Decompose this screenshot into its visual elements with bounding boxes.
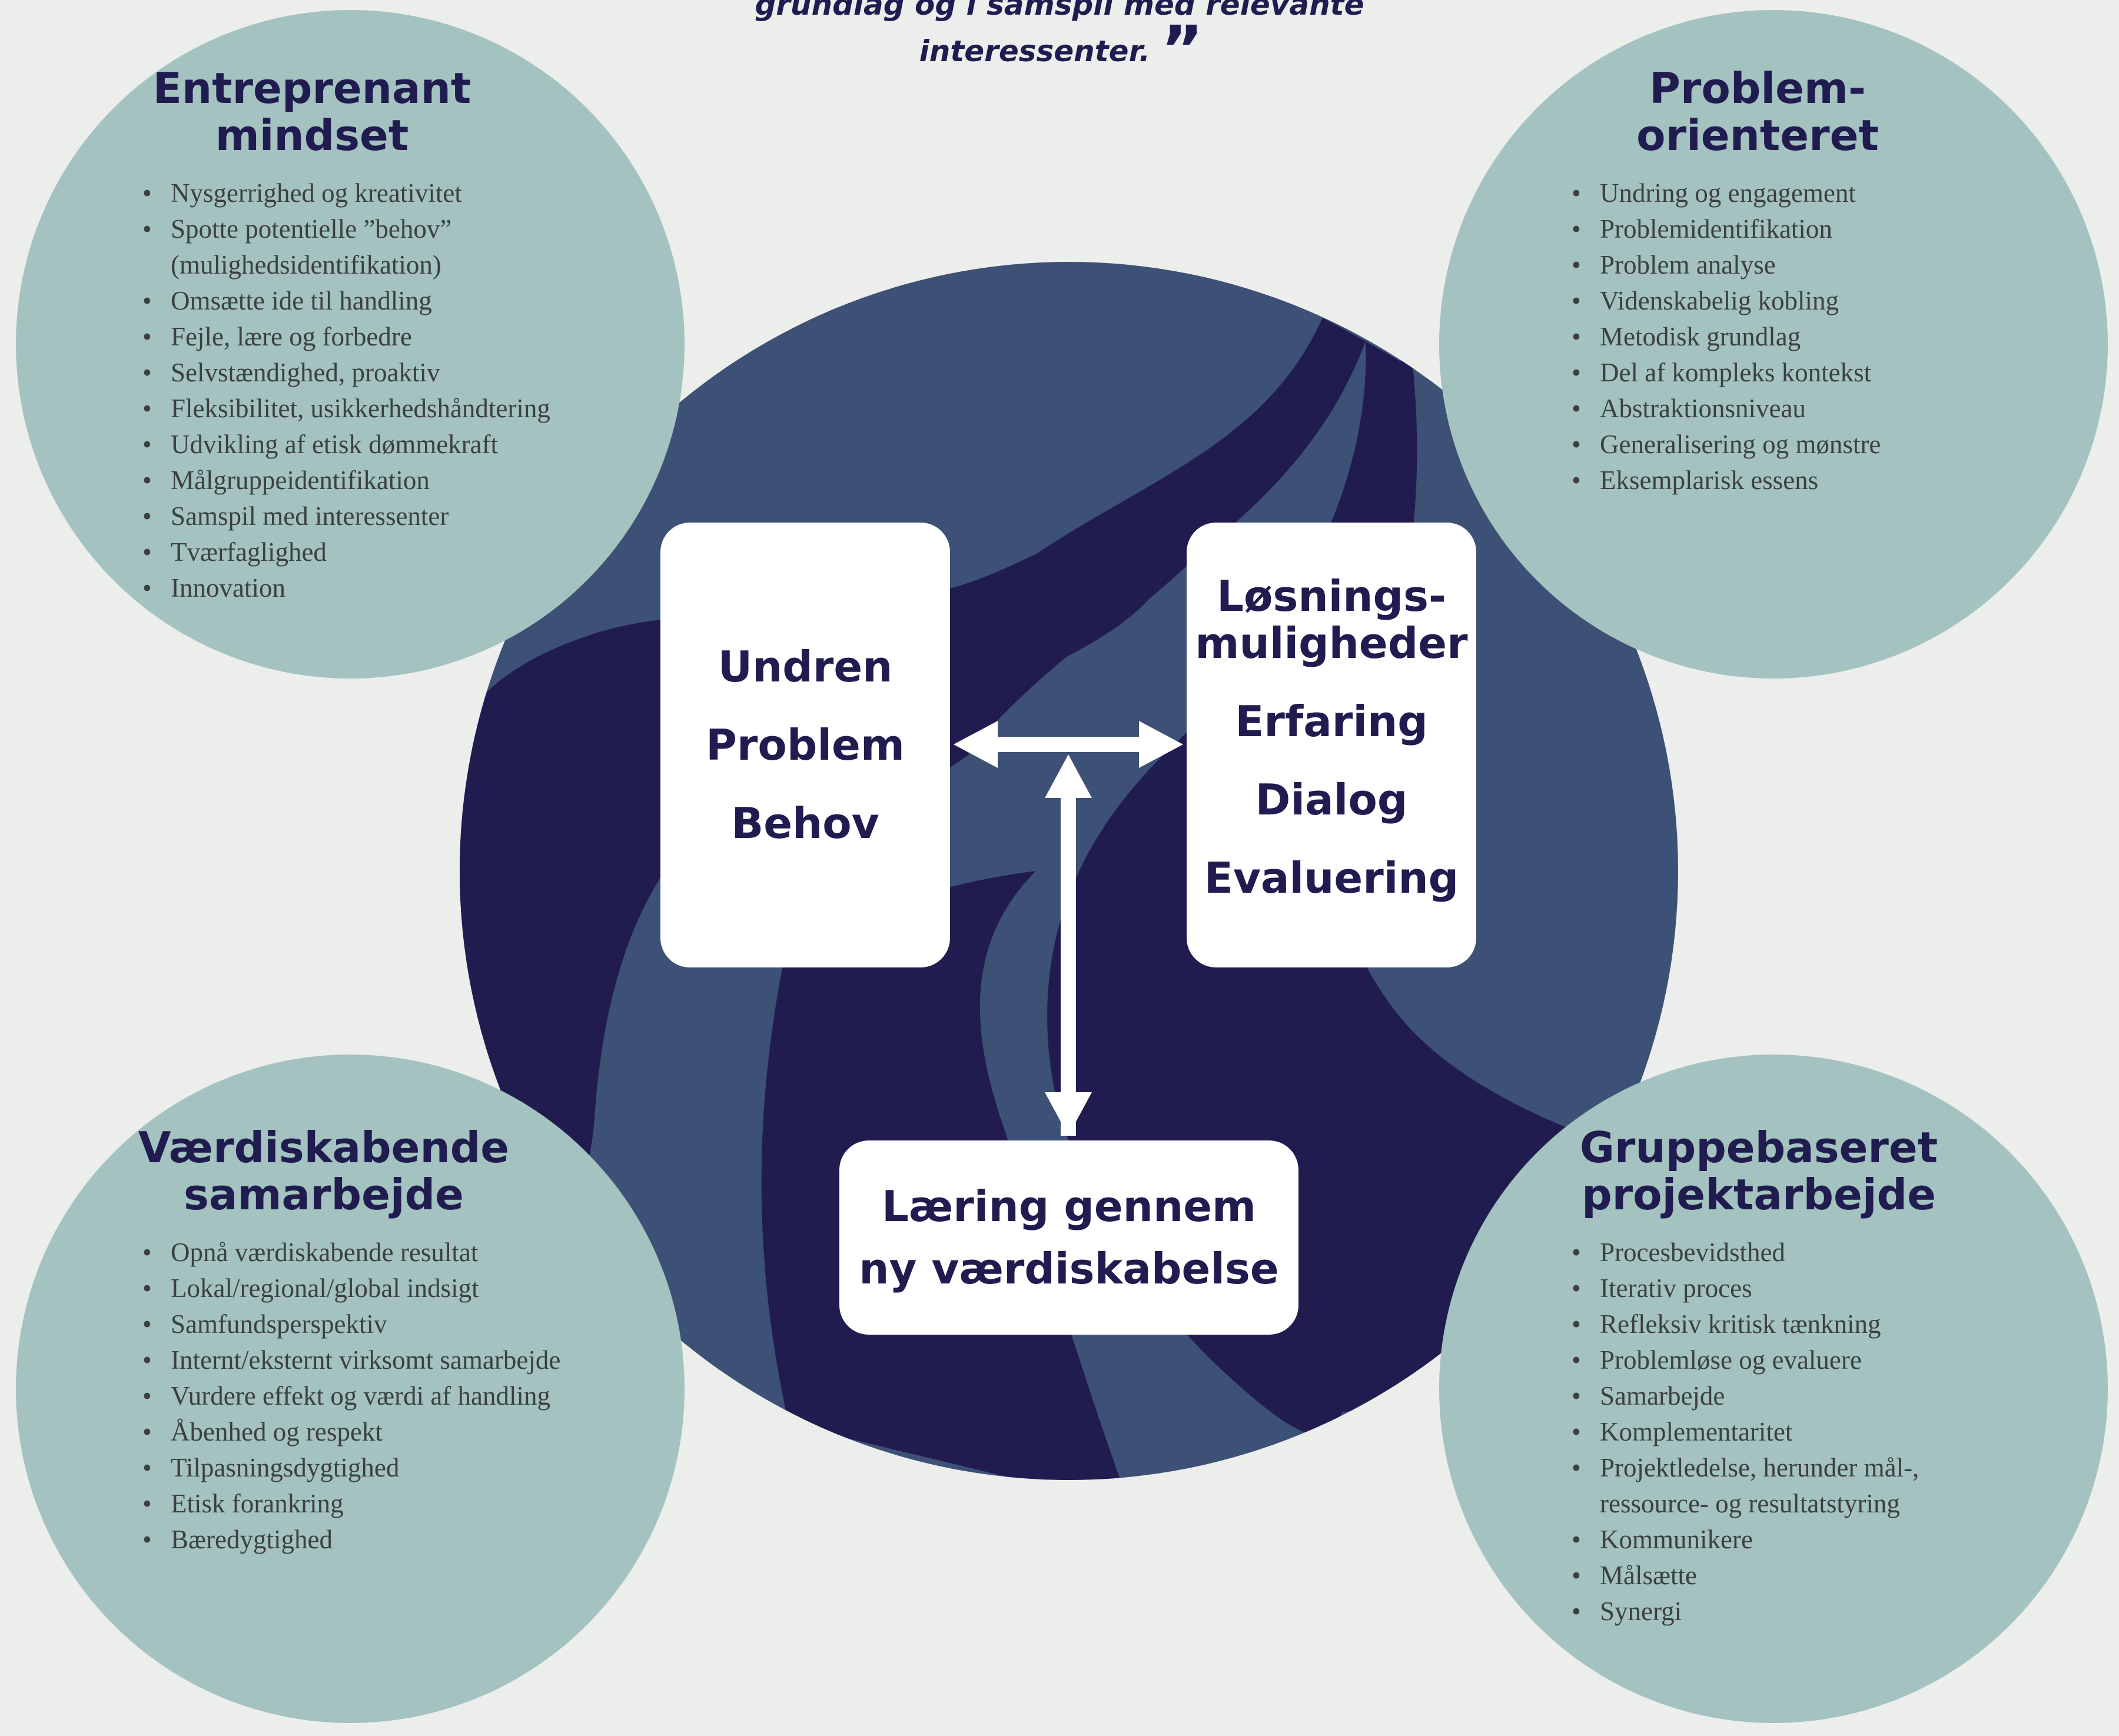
bullet-item: Eksemplarisk essens [1570,463,2041,498]
bullet-item: (mulighedsidentifikation) [171,250,441,280]
bullet-item: Metodisk grundlag [1570,319,2041,355]
title-line-1: Værdiskabende [138,1123,510,1172]
bullet-list-entreprenant: Nysgerrighed og kreativitetSpotte potent… [141,175,612,606]
bullet-item: Internt/eksternt virksomt samarbejde [141,1342,612,1378]
bubble-bottom-right-content: Gruppebaseret projektarbejde Procesbevid… [1570,1124,2041,1629]
box-word-loesningsmuligheder: Løsnings- muligheder [1195,573,1467,667]
box-word-evaluering: Evaluering [1204,853,1459,903]
bullet-item: Tværfaglighed [141,534,612,570]
bullet-item: Selvstændighed, proaktiv [141,355,612,391]
bullet-item: Målsætte [1570,1558,2041,1594]
box-word-muligheder: muligheder [1195,618,1468,668]
bullet-item: Projektledelse, herunder mål-, [1570,1450,2041,1486]
bullet-item: Etisk forankring [141,1486,612,1522]
horizontal-double-arrow [954,721,1183,768]
bubble-title-gruppebaseret: Gruppebaseret projektarbejde [1553,1124,1965,1218]
box-word-undren: Undren [718,641,893,691]
bullet-list-gruppebaseret: ProcesbevidsthedIterativ procesRefleksiv… [1570,1235,2041,1629]
bullet-item: Kommunikere [1570,1522,2041,1558]
box-line-laering-gennem: Læring gennem [881,1182,1257,1231]
box-word-erfaring: Erfaring [1235,697,1428,746]
box-word-behov: Behov [731,798,879,848]
bullet-item: Spotte potentielle ”behov” [141,211,612,247]
bullet-item: Tilpasningsdygtighed [141,1450,612,1486]
title-line-2: orienteret [1636,111,1879,160]
bullet-item: Del af kompleks kontekst [1570,355,2041,391]
bullet-item: Udvikling af etisk dømmekraft [141,427,612,463]
closing-quote-icon: ” [1161,12,1203,87]
bullet-item: Synergi [1570,1594,2041,1629]
bullet-item: Fleksibilitet, usikkerhedshåndtering [141,391,612,427]
bullet-item: ressource- og resultatstyring [1600,1489,1900,1518]
bullet-item: Målgruppeidentifikation [141,463,612,498]
title-line-1: Gruppebaseret [1579,1123,1938,1172]
bubble-top-left-content: Entreprenant mindset Nysgerrighed og kre… [141,65,612,606]
title-line-2: projektarbejde [1582,1170,1936,1219]
bullet-item: Generalisering og mønstre [1570,427,2041,463]
box-undren-problem-behov: Undren Problem Behov [660,523,950,967]
bullet-item: Problemidentifikation [1570,211,2041,247]
bullet-item: Iterativ proces [1570,1271,2041,1306]
bullet-item: Problemløse og evaluere [1570,1342,2041,1378]
quote-line-2-text: interessenter. [919,34,1151,68]
bubble-bottom-left-content: Værdiskabende samarbejde Opnå værdiskabe… [138,1124,612,1558]
bubble-top-right-content: Problem- orienteret Undring og engagemen… [1570,65,2041,498]
bullet-item: Åbenhed og respekt [141,1414,612,1450]
bullet-item: Opnå værdiskabende resultat [141,1235,612,1271]
title-line-2: samarbejde [184,1170,464,1219]
bullet-item: Problem analyse [1570,247,2041,283]
box-word-dialog: Dialog [1255,775,1408,824]
bullet-item: Nysgerrighed og kreativitet [141,175,612,211]
bullet-item: Samarbejde [1570,1378,2041,1414]
quote-text: grundlag og i samspil med relevante inte… [647,0,1472,82]
bullet-item: Samspil med interessenter [141,498,612,534]
bubble-title-vaerdiskabende: Værdiskabende samarbejde [118,1124,530,1218]
box-line-ny-vaerdiskabelse: ny værdiskabelse [859,1244,1279,1293]
bullet-list-problemorienteret: Undring og engagementProblemidentifikati… [1570,175,2041,498]
title-line-2: mindset [215,111,409,160]
bullet-list-vaerdiskabende: Opnå værdiskabende resultatLokal/regiona… [141,1235,612,1558]
title-line-1: Problem- [1649,64,1866,113]
box-word-loesnings: Løsnings- [1217,571,1446,621]
bullet-item: Videnskabelig kobling [1570,283,2041,319]
bullet-item: Procesbevidsthed [1570,1235,2041,1271]
bubble-title-entreprenant: Entreprenant mindset [106,65,518,159]
bullet-item: Innovation [141,570,612,606]
quote-line-2: interessenter.” [647,17,1472,82]
bullet-item: Abstraktionsniveau [1570,391,2041,427]
title-line-1: Entreprenant [152,64,471,113]
bullet-item: Komplementaritet [1570,1414,2041,1450]
box-laering: Læring gennem ny værdiskabelse [839,1140,1298,1335]
bullet-item: Refleksiv kritisk tænkning [1570,1306,2041,1342]
bullet-item: Omsætte ide til handling [141,283,612,319]
box-word-problem: Problem [706,720,905,770]
bullet-item: Vurdere effekt og værdi af handling [141,1378,612,1414]
vertical-double-arrow [1045,754,1092,1136]
bubble-title-problemorienteret: Problem- orienteret [1552,65,1964,159]
bullet-item: Lokal/regional/global indsigt [141,1271,612,1306]
box-loesningsmuligheder: Løsnings- muligheder Erfaring Dialog Eva… [1187,523,1476,967]
quote-line-1: grundlag og i samspil med relevante [755,0,1364,22]
bullet-item: Fejle, lære og forbedre [141,319,612,355]
bullet-item: Bæredygtighed [141,1522,612,1558]
bullet-item: Undring og engagement [1570,175,2041,211]
dark-swoosh-left [460,318,1323,1308]
bullet-item: Samfundsperspektiv [141,1306,612,1342]
